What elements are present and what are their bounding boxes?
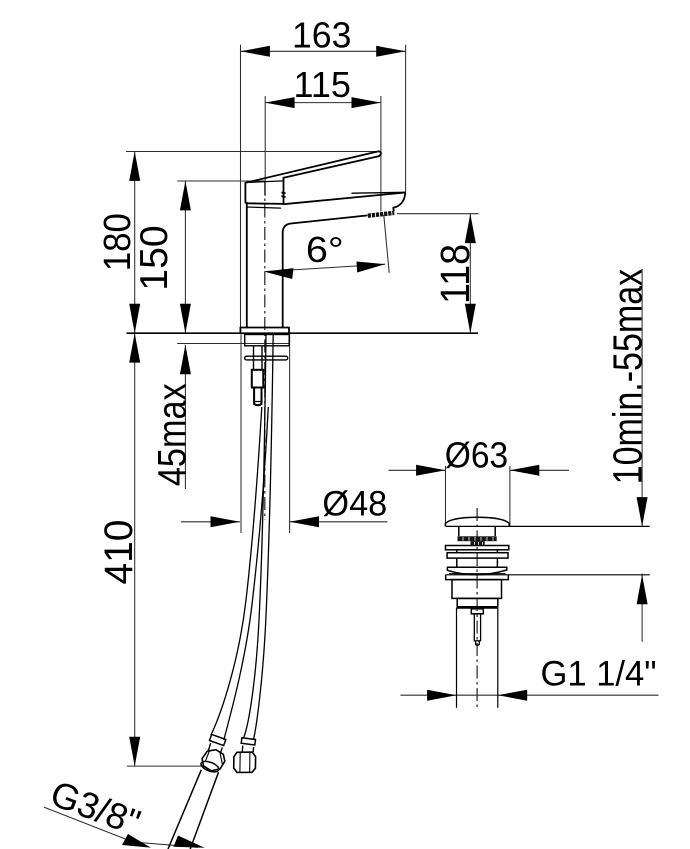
svg-text:163: 163 — [292, 15, 351, 55]
svg-text:45max: 45max — [149, 383, 194, 486]
svg-text:180: 180 — [96, 213, 139, 271]
svg-text:10min.-55max: 10min.-55max — [605, 269, 650, 485]
svg-text:G1 1/4": G1 1/4" — [540, 654, 656, 693]
svg-text:Ø63: Ø63 — [445, 437, 508, 476]
svg-text:115: 115 — [293, 64, 350, 105]
svg-text:6°: 6° — [306, 231, 344, 271]
svg-text:118: 118 — [433, 244, 479, 304]
svg-text:Ø48: Ø48 — [322, 485, 387, 523]
svg-text:150: 150 — [133, 225, 176, 290]
svg-text:410: 410 — [97, 520, 142, 585]
